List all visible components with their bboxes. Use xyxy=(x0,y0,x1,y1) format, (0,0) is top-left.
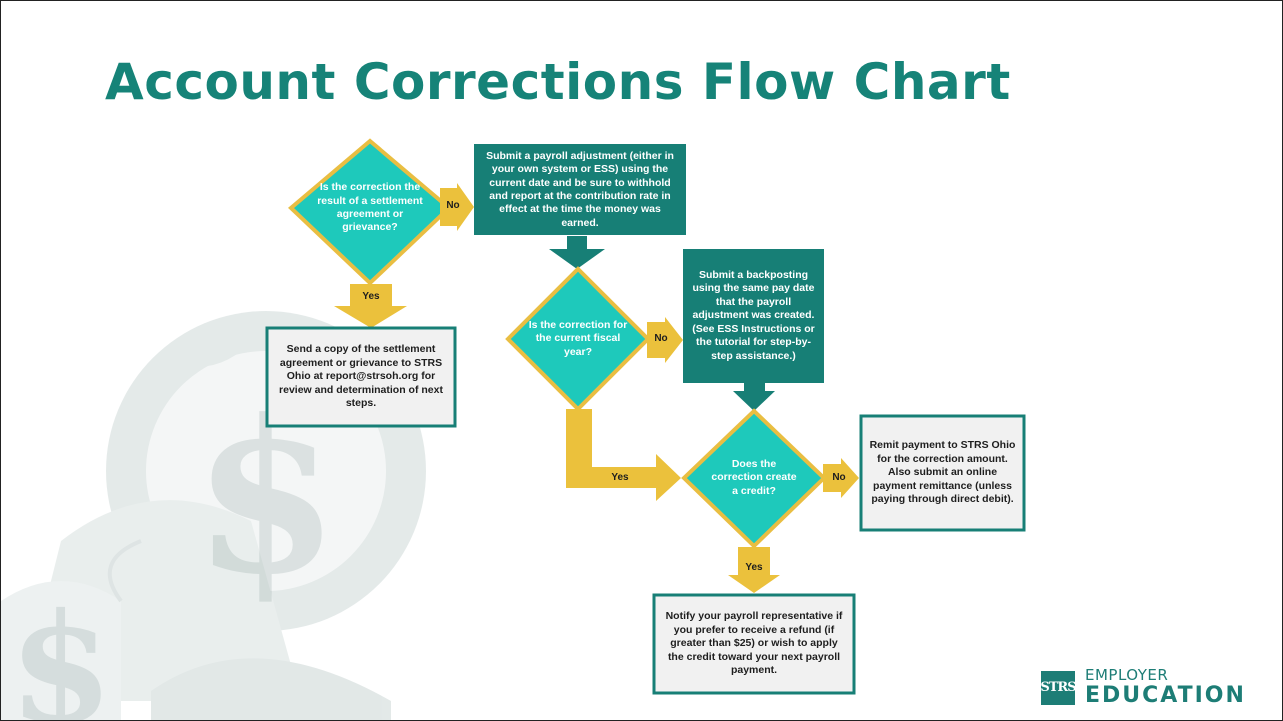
backposting-text: Submit a backposting using the same pay … xyxy=(692,268,815,362)
notify-text: Notify your payroll representative if yo… xyxy=(665,610,843,677)
send-copy-text: Send a copy of the settlement agreement … xyxy=(279,343,443,410)
svg-text:$: $ xyxy=(9,581,113,721)
question-settlement-text: Is the correction the result of a settle… xyxy=(317,181,423,234)
strs-logo-icon: STRS xyxy=(1040,670,1077,705)
arrow-no-settlement xyxy=(440,183,474,231)
label-no-fiscal: No xyxy=(654,333,668,344)
arrow-no-fiscal xyxy=(647,317,683,363)
box-backposting xyxy=(683,249,824,383)
page-title: Account Corrections Flow Chart xyxy=(105,53,1011,111)
remit-text: Remit payment to STRS Ohio for the corre… xyxy=(869,439,1016,506)
box-send-copy xyxy=(265,326,457,428)
question-credit-text: Does the correction create a credit? xyxy=(711,457,797,497)
label-no-settlement: No xyxy=(446,200,460,211)
logo-wordmark: EMPLOYER EDUCATION xyxy=(1085,668,1246,707)
label-yes-settlement: Yes xyxy=(362,291,380,302)
arrow-no-credit xyxy=(823,458,859,498)
label-yes-credit: Yes xyxy=(745,562,763,573)
arrow-teal-to-credit xyxy=(733,383,775,411)
label-yes-fiscal: Yes xyxy=(611,472,629,483)
decision-diamond-settlement xyxy=(288,138,452,286)
arrow-yes-fiscal xyxy=(566,409,681,501)
logo-line-education: EDUCATION xyxy=(1085,683,1246,708)
question-fiscal-year-text: Is the correction for the current fiscal… xyxy=(528,318,628,358)
box-payroll-adjustment xyxy=(474,144,686,235)
arrow-teal-to-fiscal xyxy=(549,236,605,269)
logo-line-employer: EMPLOYER xyxy=(1085,666,1169,684)
payroll-adjustment-text: Submit a payroll adjustment (either in y… xyxy=(486,149,674,229)
decision-diamond-credit xyxy=(681,408,827,549)
arrow-yes-credit xyxy=(728,547,780,593)
label-no-credit: No xyxy=(832,472,846,483)
box-remit xyxy=(859,414,1026,532)
employer-education-logo: STRS EMPLOYER EDUCATION xyxy=(1040,668,1246,707)
arrow-yes-settlement xyxy=(334,284,407,328)
box-notify xyxy=(652,593,856,695)
